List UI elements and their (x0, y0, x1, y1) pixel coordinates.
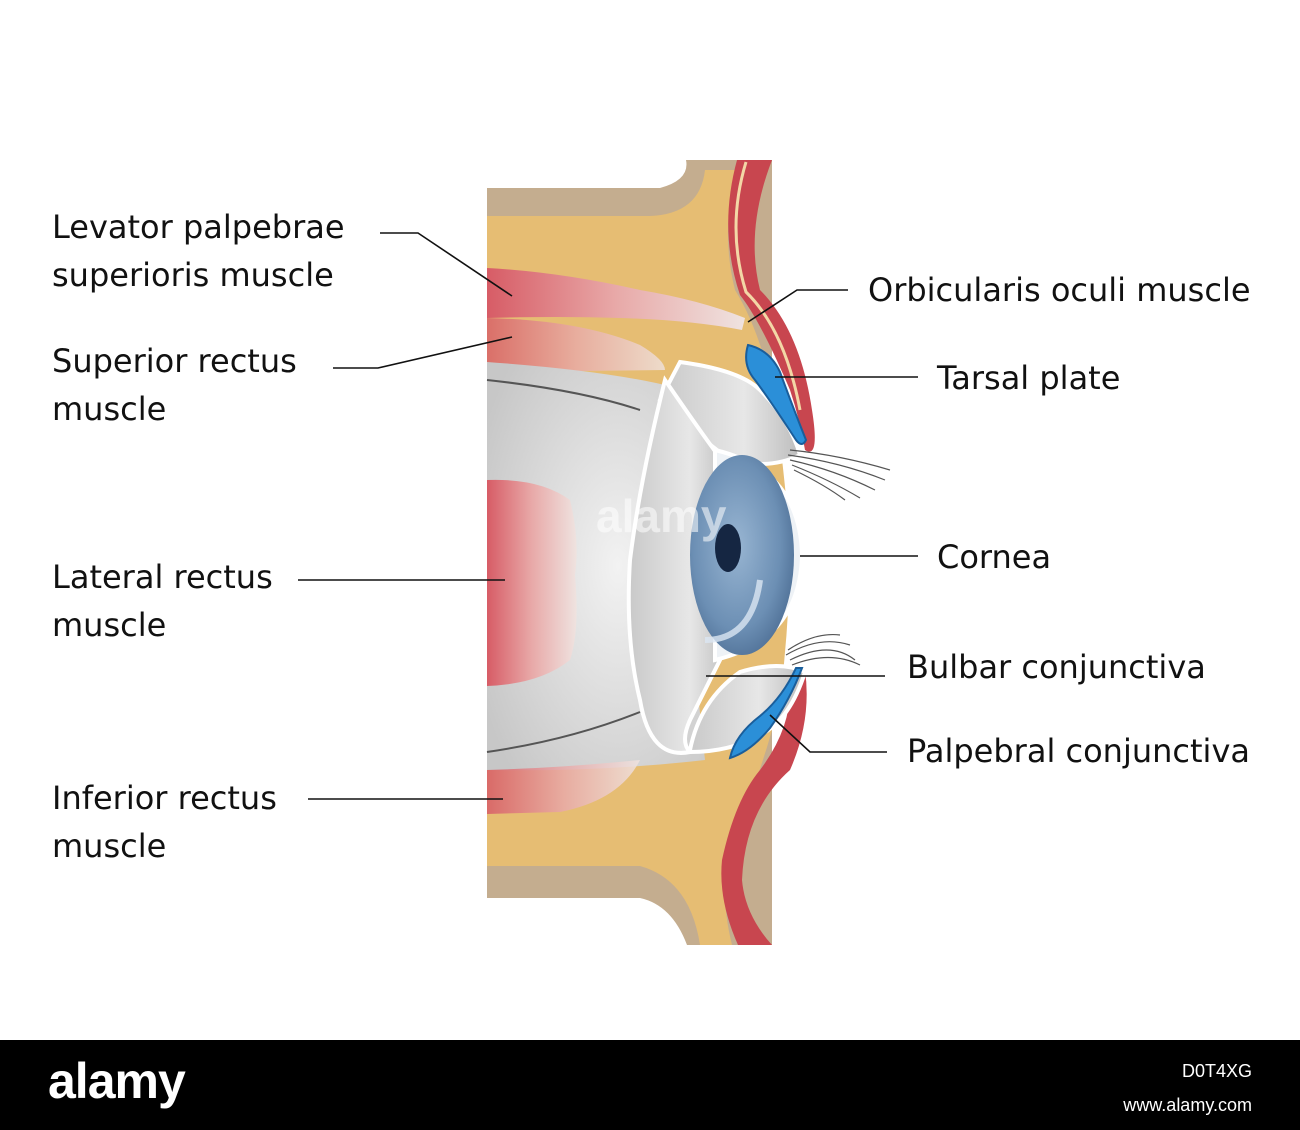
skin-inner-line (734, 161, 802, 411)
leader-orbicularis (747, 289, 848, 323)
label-lateral-rectus: Lateral rectus muscle (52, 553, 273, 649)
label-palpebral-conjunctiva: Palpebral conjunctiva (907, 732, 1250, 770)
superior-rectus (487, 318, 665, 372)
label-inferior-line1: Inferior rectus (52, 779, 277, 817)
skin-layer-lower (721, 670, 807, 945)
globe-contour-bottom (486, 711, 641, 753)
label-levator-palpebrae: Levator palpebrae superioris muscle (52, 203, 345, 299)
levator-muscle (487, 268, 745, 330)
label-superior-rectus: Superior rectus muscle (52, 337, 297, 433)
label-bulbar-conjunctiva: Bulbar conjunctiva (907, 648, 1206, 686)
label-tarsal-plate: Tarsal plate (937, 359, 1121, 397)
lower-eyelashes (785, 633, 861, 666)
eye-anatomy-diagram: alamy (298, 160, 918, 945)
leader-levator (380, 232, 513, 297)
leader-palpebral (769, 714, 887, 753)
label-orbicularis-oculi: Orbicularis oculi muscle (868, 271, 1251, 309)
label-inferior-line2: muscle (52, 827, 167, 865)
label-levator-line1: Levator palpebrae (52, 208, 345, 246)
image-id-block: D0T4XG www.alamy.com (1123, 1054, 1252, 1122)
leader-superior (333, 336, 513, 369)
stock-footer-bar: alamy D0T4XG www.alamy.com (0, 1040, 1300, 1130)
inferior-rectus (487, 760, 640, 814)
alamy-logo: alamy (48, 1053, 186, 1109)
watermark: alamy (596, 490, 727, 542)
label-cornea: Cornea (937, 538, 1052, 576)
site-url: www.alamy.com (1123, 1095, 1252, 1115)
upper-eyelashes (787, 449, 891, 501)
lateral-rectus (487, 479, 577, 686)
upper-tarsal-plate (745, 343, 808, 445)
label-inferior-rectus: Inferior rectus muscle (52, 774, 277, 870)
label-superior-line1: Superior rectus (52, 342, 297, 380)
globe-contour-top (486, 379, 641, 411)
label-lateral-line2: muscle (52, 606, 167, 644)
label-levator-line2: superioris muscle (52, 256, 334, 294)
image-id: D0T4XG (1181, 1061, 1252, 1081)
iris-highlight (704, 579, 763, 643)
label-lateral-line1: Lateral rectus (52, 558, 273, 596)
leader-lines (298, 232, 918, 800)
pupil (715, 524, 741, 572)
lower-tarsal-plate (728, 667, 804, 760)
label-superior-line2: muscle (52, 390, 167, 428)
iris (690, 455, 794, 655)
